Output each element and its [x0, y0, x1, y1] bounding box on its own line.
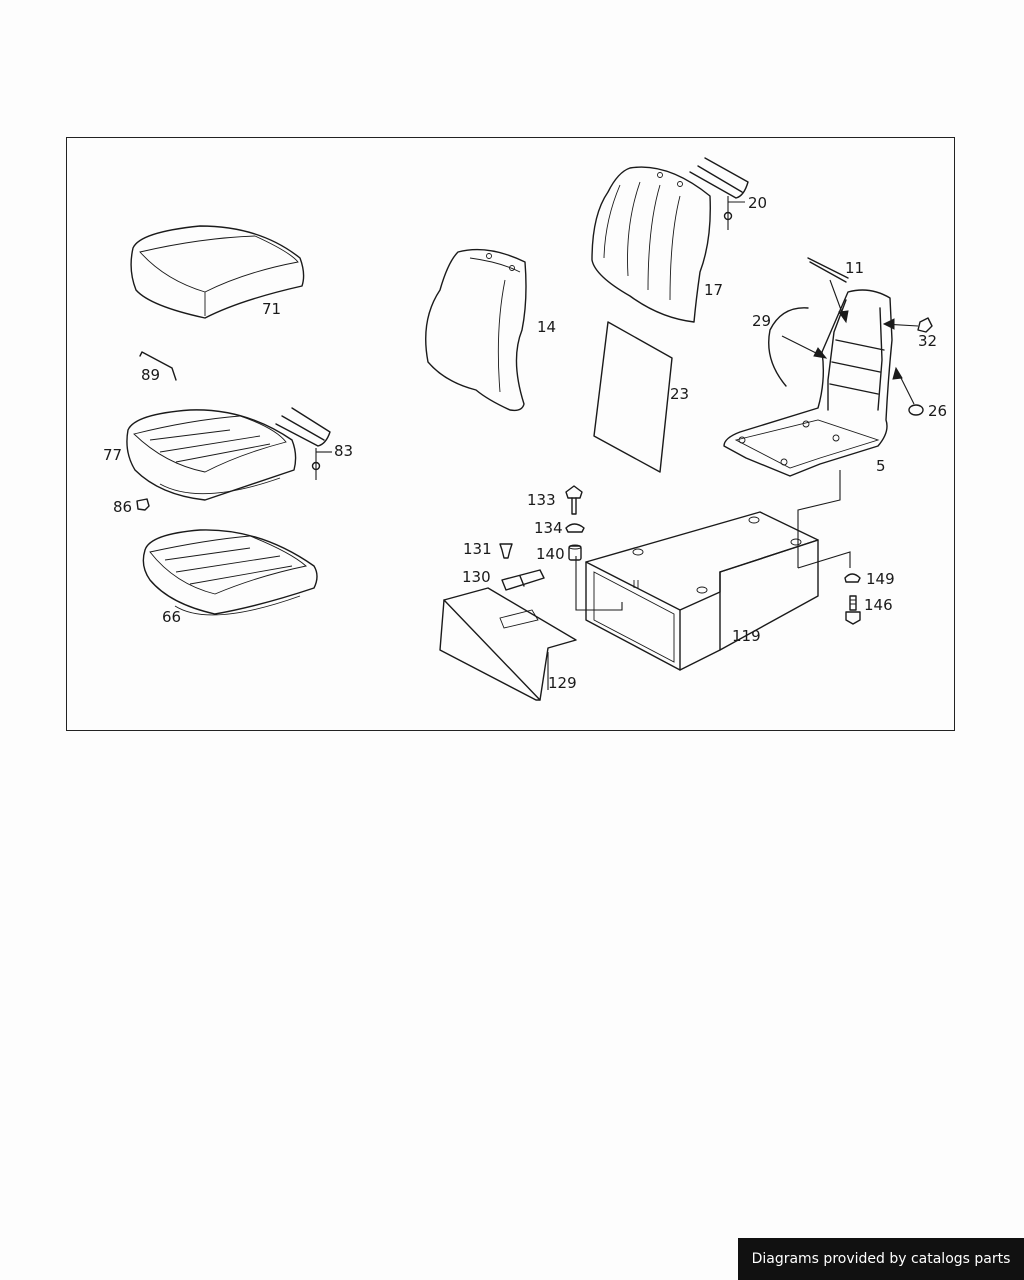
callout-17: 17	[704, 281, 723, 299]
part-119-seat-base-box	[575, 511, 819, 671]
part-86-nut	[136, 498, 150, 511]
part-83-slide-rail	[275, 407, 332, 480]
part-32-clip	[882, 317, 933, 333]
callout-14: 14	[537, 318, 556, 336]
part-89-wire-clip	[139, 351, 177, 381]
part-149-washer	[797, 551, 861, 583]
assembly-arrows	[781, 279, 849, 359]
callout-129: 129	[548, 674, 577, 692]
callout-130: 130	[462, 568, 491, 586]
part-71-seat-cushion	[130, 225, 305, 319]
part-130-bracket	[501, 569, 545, 591]
callout-11: 11	[845, 259, 864, 277]
callout-32: 32	[918, 332, 937, 350]
callout-23: 23	[670, 385, 689, 403]
callout-140: 140	[536, 545, 565, 563]
callout-89: 89	[141, 366, 160, 384]
callout-134: 134	[534, 519, 563, 537]
part-17-backrest-cover	[591, 166, 711, 323]
callout-131: 131	[463, 540, 492, 558]
part-23-padding-sheet	[593, 321, 673, 473]
callout-149: 149	[866, 570, 895, 588]
callout-29: 29	[752, 312, 771, 330]
part-146-bolt	[845, 595, 861, 625]
callout-5: 5	[876, 457, 886, 475]
callout-146: 146	[864, 596, 893, 614]
part-11-rod	[807, 257, 849, 283]
part-26-grommet	[892, 366, 924, 416]
callout-labels: 71 89 77 83 86 66 14 17 20 23 11 29 32 2…	[103, 194, 947, 692]
callout-66: 66	[162, 608, 181, 626]
part-29-cable	[768, 307, 809, 387]
credit-text: Diagrams provided by catalogs parts	[751, 1251, 1011, 1267]
callout-20: 20	[748, 194, 767, 212]
callout-86: 86	[113, 498, 132, 516]
part-131-pin	[499, 543, 513, 559]
callout-71: 71	[262, 300, 281, 318]
part-5-seat-frame	[723, 289, 893, 568]
part-77-seat-cushion	[126, 409, 297, 501]
part-140-bushing	[568, 544, 582, 561]
part-66-seat-base	[142, 529, 318, 616]
part-14-backrest-pad	[425, 248, 527, 412]
part-20-trim-strip	[689, 157, 749, 230]
credit-banner: Diagrams provided by catalogs parts	[738, 1238, 1024, 1280]
callout-26: 26	[928, 402, 947, 420]
callout-77: 77	[103, 446, 122, 464]
part-129-cover-plate	[439, 587, 577, 701]
callout-119: 119	[732, 627, 761, 645]
part-133-bolt	[565, 485, 583, 515]
part-134-washer	[565, 523, 585, 533]
callout-133: 133	[527, 491, 556, 509]
diagram-frame	[66, 137, 955, 731]
callout-83: 83	[334, 442, 353, 460]
